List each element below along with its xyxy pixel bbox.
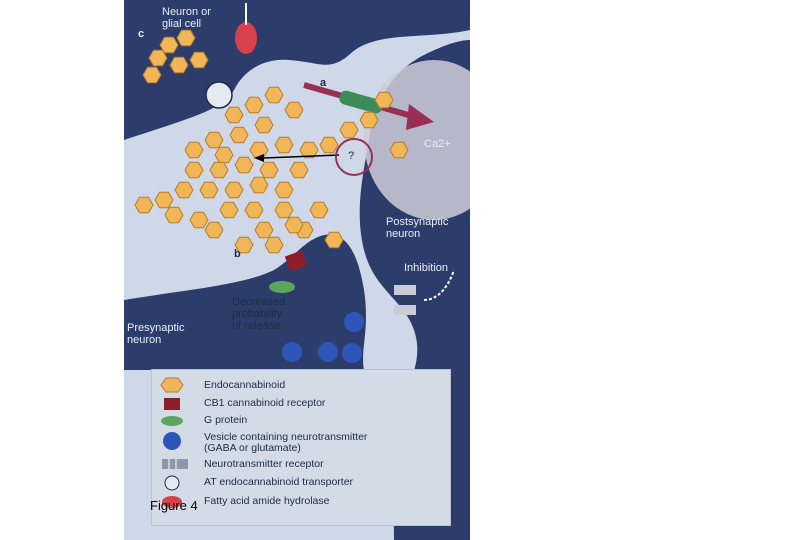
endocannabinoid-molecule <box>189 211 209 229</box>
nt-receptor-1 <box>394 285 416 295</box>
endocannabinoid-molecule <box>254 116 274 134</box>
label-neuron-glial: Neuron or glial cell <box>162 6 211 30</box>
cb1-receptor <box>284 250 308 272</box>
label-inhibition: Inhibition <box>404 262 449 274</box>
endocannabinoid-molecule <box>319 136 339 154</box>
vesicle-3 <box>342 343 362 363</box>
vesicle-4 <box>282 342 302 362</box>
g-protein-icon <box>161 416 183 426</box>
endocannabinoid-molecule <box>264 86 284 104</box>
label-b: b <box>234 248 241 260</box>
endocannabinoid-molecule <box>274 201 294 219</box>
transporter-channel <box>339 90 383 114</box>
cb1-receptor-icon <box>164 398 180 410</box>
endocannabinoid-molecule <box>249 176 269 194</box>
endocannabinoid-molecule <box>374 91 394 109</box>
endocannabinoid-molecule <box>189 51 209 69</box>
endocannabinoid-molecule <box>289 161 309 179</box>
vesicle-1 <box>344 312 364 332</box>
endocannabinoid-molecule <box>154 191 174 209</box>
legend-box: Endocannabinoid CB1 cannabinoid receptor… <box>151 369 451 526</box>
transporter-circle-top <box>205 81 233 109</box>
endocannabinoid-cluster <box>134 29 409 254</box>
endocannabinoid-molecule <box>176 29 196 47</box>
endocannabinoid-molecule <box>244 96 264 114</box>
endocannabinoid-molecule <box>199 181 219 199</box>
endocannabinoid-molecule <box>169 56 189 74</box>
endocannabinoid-molecule <box>249 141 269 159</box>
label-decreased-release: Decreased probability of release <box>232 296 286 332</box>
endocannabinoid-molecule <box>309 201 329 219</box>
endocannabinoid-molecule <box>274 136 294 154</box>
endocannabinoid-molecule <box>254 221 274 239</box>
endocannabinoid-molecule <box>259 161 279 179</box>
endocannabinoid-molecule <box>174 181 194 199</box>
endocannabinoid-icon <box>160 377 184 393</box>
label-calcium: Ca2+ <box>424 138 451 150</box>
endocannabinoid-molecule <box>224 181 244 199</box>
endocannabinoid-molecule <box>134 196 154 214</box>
endocannabinoid-molecule <box>148 49 168 67</box>
endocannabinoid-molecule <box>339 121 359 139</box>
endocannabinoid-molecule <box>234 156 254 174</box>
nt-receptor-2 <box>394 305 416 315</box>
transporter-icon <box>164 475 180 491</box>
endocannabinoid-molecule <box>389 141 409 159</box>
faah-icon <box>162 496 182 508</box>
endocannabinoid-molecule <box>142 66 162 84</box>
label-postsynaptic: Postsynaptic neuron <box>386 216 449 240</box>
endocannabinoid-molecule <box>264 236 284 254</box>
endocannabinoid-molecule <box>164 206 184 224</box>
label-presynaptic: Presynaptic neuron <box>127 322 185 346</box>
endocannabinoid-molecule <box>359 111 379 129</box>
endocannabinoid-molecule <box>204 221 224 239</box>
endocannabinoid-molecule <box>274 181 294 199</box>
label-question: ? <box>348 150 355 162</box>
endocannabinoid-molecule <box>184 141 204 159</box>
endocannabinoid-molecule <box>284 101 304 119</box>
endocannabinoid-molecule <box>284 216 304 234</box>
endocannabinoid-molecule <box>209 161 229 179</box>
label-c: c <box>138 28 145 40</box>
endocannabinoid-molecule <box>244 201 264 219</box>
endocannabinoid-molecule <box>204 131 224 149</box>
endocannabinoid-molecule <box>214 146 234 164</box>
g-protein <box>269 281 295 293</box>
endocannabinoid-molecule <box>224 106 244 124</box>
vesicle-icon <box>163 432 181 450</box>
vesicle-2 <box>318 342 338 362</box>
endocannabinoid-molecule <box>229 126 249 144</box>
endocannabinoid-molecule <box>184 161 204 179</box>
endocannabinoid-molecule <box>324 231 344 249</box>
endocannabinoid-molecule <box>219 201 239 219</box>
faah-enzyme-top <box>235 22 257 54</box>
label-a: a <box>320 77 327 89</box>
figure-caption: Figure 4 <box>150 498 198 513</box>
endocannabinoid-molecule <box>234 236 254 254</box>
faah-circle-postsynaptic <box>335 138 373 176</box>
neurotransmitter-receptor-icon <box>162 459 188 469</box>
endocannabinoid-molecule <box>299 141 319 159</box>
endocannabinoid-molecule <box>159 36 179 54</box>
presynaptic-neuron <box>124 234 366 370</box>
